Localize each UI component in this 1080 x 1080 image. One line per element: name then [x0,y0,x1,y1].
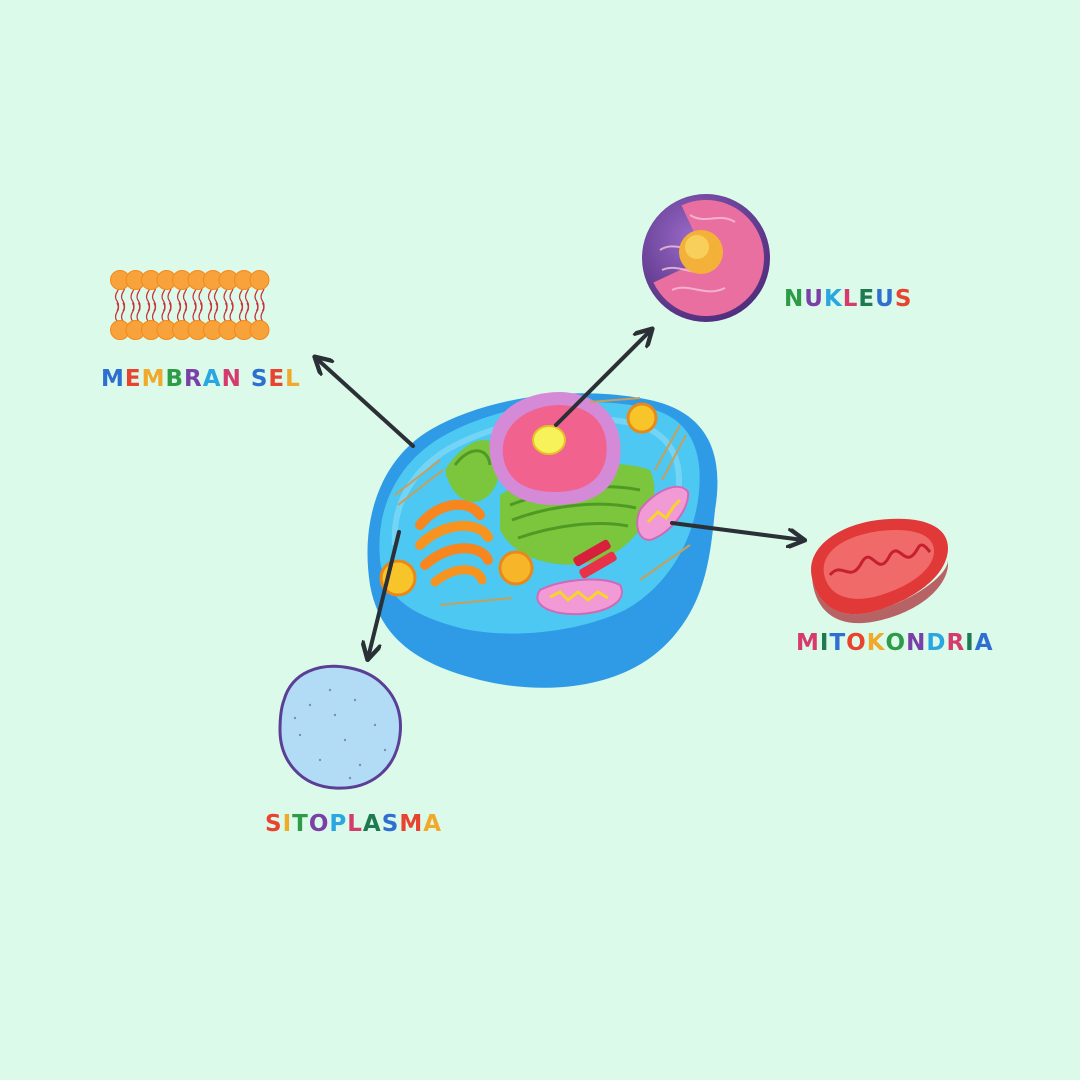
phospholipid-head [249,270,270,290]
animal-cell [367,392,718,688]
label-membran-sel: MEMBRAN SEL [101,366,301,392]
arrow-to-nukleus [554,330,651,427]
nucleus-illustration [642,194,770,322]
cell-nucleus [489,392,621,505]
label-nukleus: NUKLEUS [784,286,913,312]
arrows [316,330,803,658]
arrow-to-membran-sel [316,358,415,448]
arrow-to-mitokondria [670,521,803,540]
phospholipid-bilayer [110,270,270,340]
cytoplasm-illustration [278,664,402,790]
mitochondria-illustration [811,518,948,624]
label-sitoplasma: SITOPLASMA [265,811,443,837]
centriole [573,539,617,579]
label-mitokondria: MITOKONDRIA [796,630,994,656]
arrow-to-sitoplasma [368,530,401,658]
phospholipid-head [249,320,270,340]
microfilaments [394,397,691,606]
golgi-apparatus [415,499,493,587]
cell-mitochondria [536,485,690,616]
